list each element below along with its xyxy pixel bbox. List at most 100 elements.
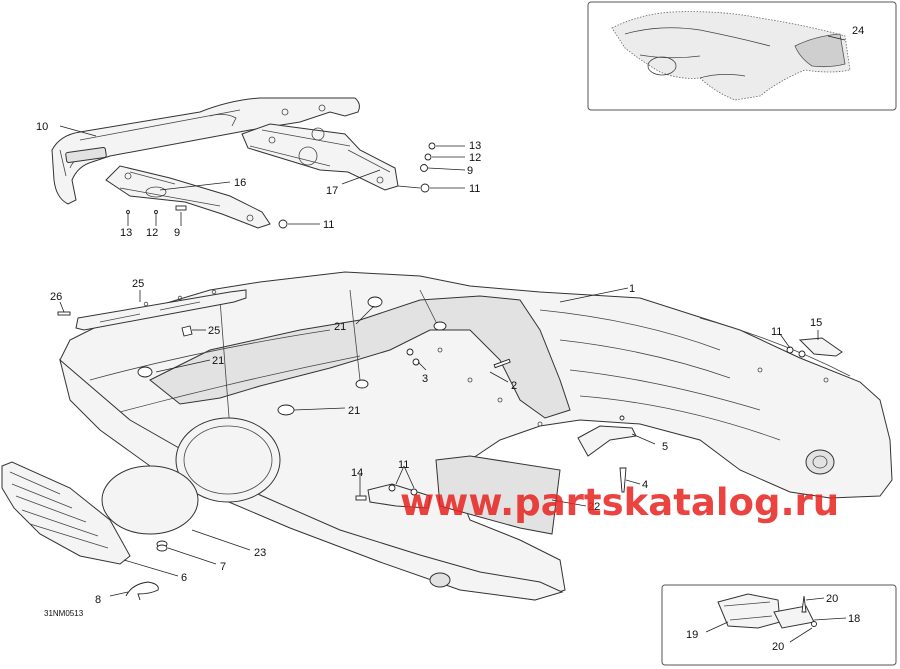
body-rib-lines — [89, 289, 851, 441]
leaders-right-stack — [427, 145, 466, 189]
callout-5: 5 — [662, 441, 668, 453]
inset-bottom-right — [661, 584, 897, 666]
rivet-hole — [497, 397, 503, 403]
leader-22 — [551, 499, 587, 507]
rivet-hole — [537, 421, 543, 427]
body-right-bushing — [805, 449, 835, 475]
part-24-panel — [794, 33, 846, 68]
leader-1 — [559, 287, 629, 303]
leader-5 — [631, 433, 656, 445]
callout-12-right: 12 — [469, 152, 481, 164]
bolt-9 — [175, 205, 187, 211]
callout-13-right: 13 — [469, 140, 481, 152]
callout-1: 1 — [629, 283, 635, 295]
washer-13-right — [428, 142, 436, 150]
leader-7 — [167, 547, 217, 565]
callout-21-a: 21 — [334, 321, 346, 333]
bolt-9-right — [420, 164, 428, 172]
leader-2 — [489, 371, 509, 383]
callout-11-left: 11 — [323, 219, 334, 231]
part-22-pad — [435, 455, 561, 535]
callout-labels: 1 2 3 4 5 6 7 8 9 9 10 11 11 11 11 12 12… — [36, 25, 864, 653]
leader-11-mid — [395, 465, 415, 489]
body-round-opening-inner — [183, 425, 273, 495]
bracket-16 — [105, 165, 271, 229]
leader-21a — [355, 305, 375, 325]
strip-hole — [143, 301, 149, 307]
leader-4 — [625, 479, 641, 485]
bracket-14 — [367, 483, 431, 509]
bumper-handle — [65, 147, 107, 163]
callout-21-c: 21 — [348, 405, 360, 417]
grommet-21 — [137, 366, 153, 378]
part-16-bracket — [105, 165, 271, 229]
washer-12 — [154, 210, 158, 214]
nut-11 — [388, 484, 396, 492]
leader-lines — [59, 125, 847, 643]
leader-23 — [191, 529, 251, 551]
part-10-bumper — [51, 97, 360, 205]
part-2-3-hardware — [406, 348, 511, 369]
grille-6-slats — [9, 471, 109, 549]
part-23-cover — [101, 465, 199, 535]
grommet-21 — [433, 321, 447, 331]
body-right-bushing-inner — [812, 455, 828, 469]
hood-inner-line — [624, 27, 771, 79]
bolt-2 — [493, 358, 511, 369]
leaders-left-stack — [127, 212, 182, 226]
callout-26: 26 — [50, 291, 62, 303]
callout-10: 10 — [36, 121, 48, 133]
bracket-19 — [717, 593, 781, 629]
rivet-hole — [467, 377, 473, 383]
washer-3 — [406, 348, 414, 356]
site-watermark: www.partskatalog.ru — [400, 481, 839, 524]
callout-2: 2 — [511, 380, 517, 392]
bracket-17-hole — [311, 127, 325, 141]
leader-bracket-nut — [397, 185, 421, 189]
leader-11-right — [779, 333, 791, 349]
callout-11-right: 11 — [771, 326, 782, 338]
callout-3: 3 — [422, 373, 428, 385]
callout-21-b: 21 — [212, 355, 224, 367]
leader-20b — [789, 627, 813, 643]
callout-24: 24 — [852, 25, 864, 37]
grommet-21 — [277, 404, 295, 416]
bracket-16-hole — [145, 186, 167, 198]
pad-22 — [435, 455, 561, 535]
washer-3 — [412, 358, 420, 366]
part-17-bracket — [241, 123, 399, 191]
round-cover-23 — [101, 465, 199, 535]
bolt-4 — [619, 467, 627, 493]
bolt-14 — [355, 495, 367, 501]
bracket-17-hole — [298, 146, 318, 166]
bracket-16-hole — [246, 214, 254, 222]
body-inner-tunnel — [149, 295, 571, 419]
callout-17: 17 — [326, 185, 338, 197]
leader-20a — [805, 597, 825, 601]
body-lower-boss — [429, 572, 451, 588]
callout-7: 7 — [220, 561, 226, 573]
callout-20-top: 20 — [826, 593, 838, 605]
leader-21c — [293, 407, 346, 411]
bracket-17 — [241, 123, 399, 191]
washer-12-right — [424, 153, 432, 161]
callout-9-left: 9 — [174, 227, 180, 239]
grommet-21 — [367, 296, 383, 308]
spring-7 — [156, 544, 168, 552]
leader-21b — [155, 359, 211, 373]
leader-10 — [59, 125, 97, 137]
callout-25-top: 25 — [132, 278, 144, 290]
callout-9-right: 9 — [467, 165, 473, 177]
nut-11 — [798, 350, 806, 358]
hood-outline-part — [611, 11, 851, 101]
washer-13 — [126, 210, 130, 214]
bracket-19-lines — [723, 601, 773, 621]
callout-11-top: 11 — [469, 183, 480, 195]
leader-16 — [159, 181, 231, 191]
callout-18: 18 — [848, 613, 860, 625]
bracket-15 — [798, 337, 843, 357]
hood-opening — [647, 56, 677, 76]
bracket-17-lines — [249, 129, 391, 173]
callout-16: 16 — [234, 177, 246, 189]
